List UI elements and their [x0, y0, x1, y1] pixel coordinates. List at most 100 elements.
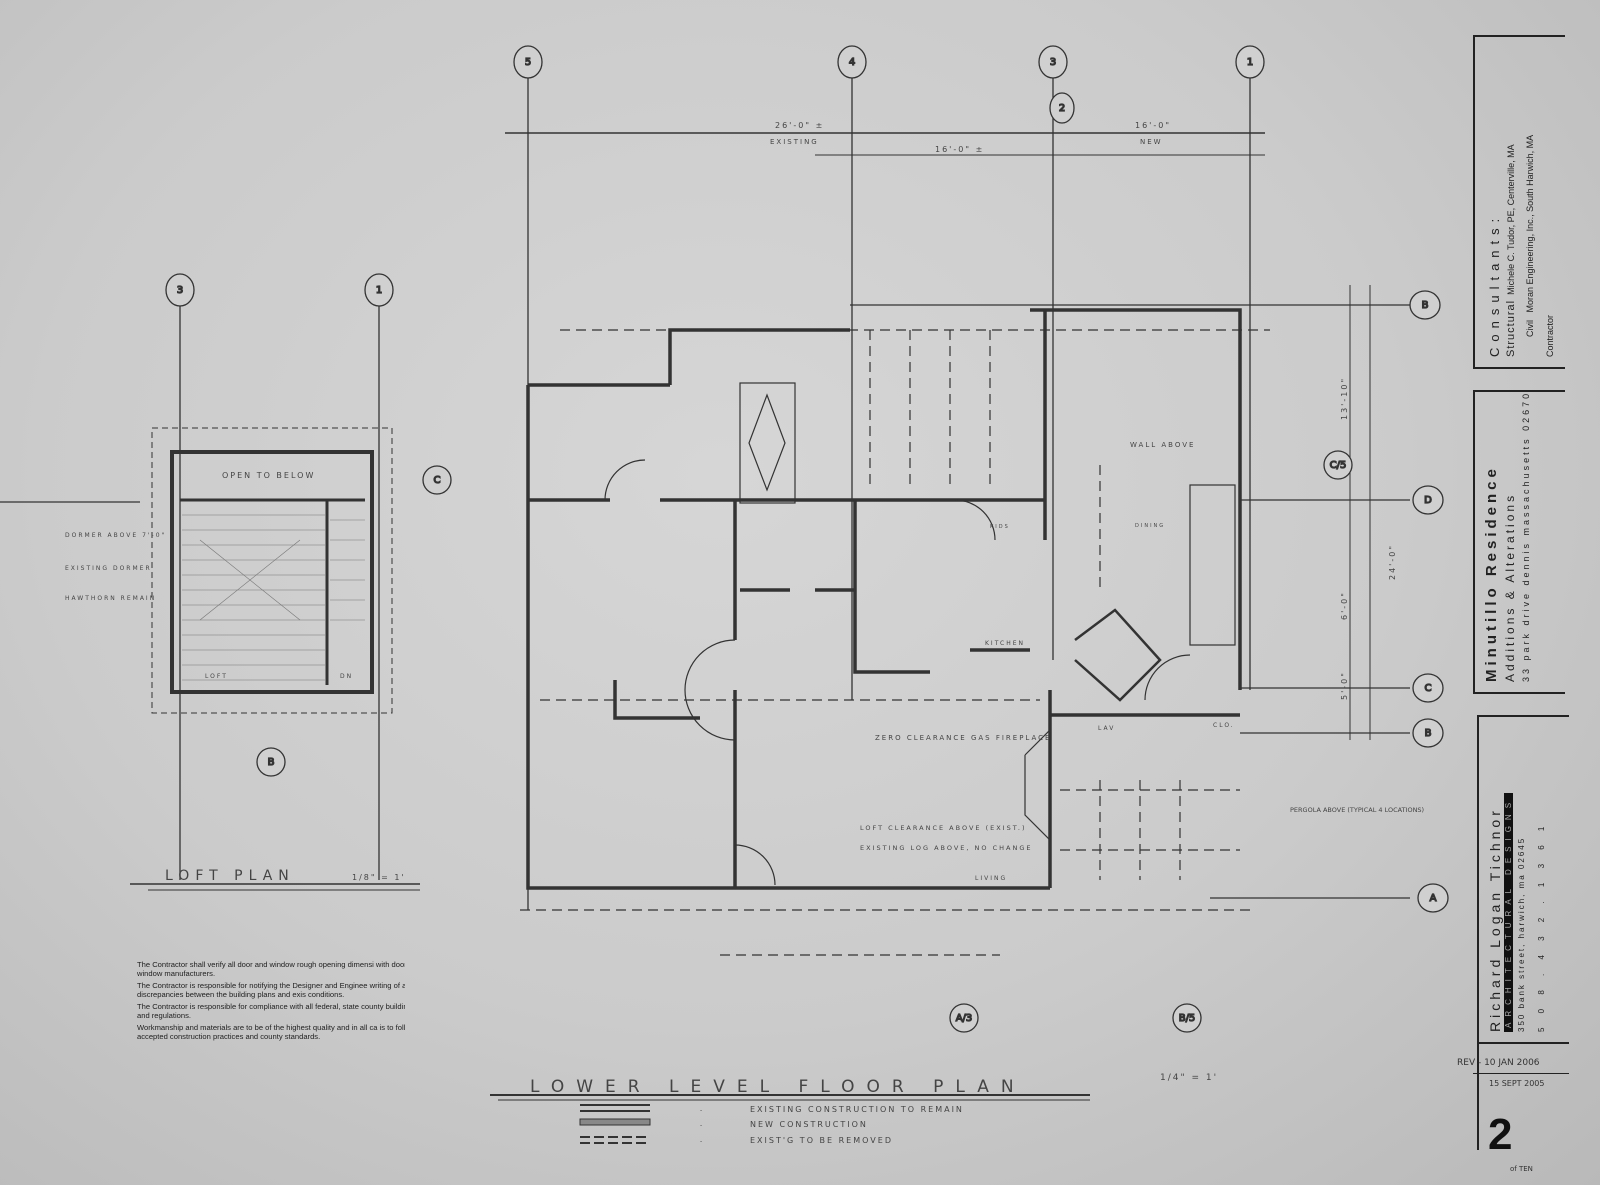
stair-dn: DN [340, 673, 353, 680]
dim-sub: 16'-0" ± [935, 145, 984, 154]
note-existing-log: EXISTING LOG ABOVE, NO CHANGE [860, 844, 1032, 852]
svg-text:C: C [1425, 683, 1432, 694]
room-dining: DINING [1135, 523, 1165, 529]
svg-text:C: C [434, 475, 441, 486]
general-note: Workmanship and materials are to be of t… [137, 1023, 405, 1041]
project-type: Additions & Alterations [1503, 492, 1517, 682]
note-open-to-below: OPEN TO BELOW [222, 471, 315, 480]
grid-bubble-right-c: C [1412, 673, 1444, 703]
svg-text:A/3: A/3 [956, 1013, 973, 1024]
note-fireplace: ZERO CLEARANCE GAS FIREPLACE [875, 734, 1051, 742]
designer-subtitle: ARCHITECTURAL DESIGNS [1504, 792, 1513, 1032]
svg-text:B: B [1422, 300, 1429, 311]
legend-dash-1: - [700, 1107, 704, 1114]
section-marker-a3: A/3 [949, 1003, 979, 1033]
sheet-number: 2 [1488, 1110, 1513, 1159]
loft-plan [130, 427, 420, 891]
svg-text:5: 5 [525, 57, 531, 68]
designer-name: Richard Logan Tichnor [1487, 807, 1503, 1032]
legend-removed-label: EXIST'G TO BE REMOVED [750, 1136, 893, 1145]
svg-text:4: 4 [849, 57, 855, 68]
consultant-role: Civil [1525, 320, 1535, 337]
note-loft-clearance: LOFT CLEARANCE ABOVE (EXIST.) [860, 824, 1027, 832]
lower-level-walls [526, 308, 1242, 890]
grid-bubble-2: 2 [1049, 92, 1075, 124]
general-notes: The Contractor shall verify all door and… [137, 960, 405, 1044]
svg-text:1: 1 [376, 285, 382, 296]
dim-right-a: 13'-10" [1340, 377, 1349, 420]
section-marker-b5: B/5 [1172, 1003, 1202, 1033]
title-block-project: Minutillo Residence Additions & Alterati… [1473, 390, 1565, 694]
room-lav: LAV [1098, 725, 1115, 732]
legend-dash-2: - [700, 1122, 704, 1129]
grid-bubble-4: 4 [837, 45, 867, 79]
legend-existing-label: EXISTING CONSTRUCTION TO REMAIN [750, 1105, 964, 1114]
consultants-heading: Consultants: [1487, 212, 1502, 357]
svg-text:3: 3 [177, 285, 183, 296]
dim-right-b: 6'-0" [1340, 591, 1349, 620]
consultant-name: Moran Engineering, Inc., South Harwich, … [1525, 134, 1535, 313]
svg-text:2: 2 [1059, 103, 1065, 114]
consultant-structural: Structural Michele C. Tudor, PE, Centerv… [1505, 144, 1517, 357]
room-kids: KIDS [990, 524, 1010, 530]
grid-lines [0, 70, 1410, 910]
loft-plan-scale: 1/8" = 1' [352, 873, 406, 882]
section-marker-c5: C/5 [1323, 450, 1353, 480]
note-pergola: PERGOLA ABOVE (TYPICAL 4 LOCATIONS) [1290, 806, 1424, 814]
lower-plan-title: LOWER LEVEL FLOOR PLAN [530, 1077, 1026, 1097]
room-loft: LOFT [205, 673, 228, 680]
title-block-designer: Richard Logan Tichnor ARCHITECTURAL DESI… [1477, 715, 1569, 1044]
grid-bubble-right-d: D [1412, 485, 1444, 515]
dim-existing-label: EXISTING [770, 138, 819, 146]
svg-text:B: B [268, 757, 275, 768]
grid-bubble-5: 5 [513, 45, 543, 79]
loft-note-dormer: DORMER ABOVE 7'-0" [65, 532, 166, 539]
loft-note-hawthorn: HAWTHORN REMAIN [65, 595, 156, 602]
revision-date: REV - 10 JAN 2006 [1457, 1058, 1540, 1068]
consultant-civil: Civil Moran Engineering, Inc., South Har… [1525, 135, 1535, 337]
svg-text:B: B [1425, 728, 1432, 739]
grid-bubble-loft-3: 3 [165, 273, 195, 307]
new-construction-dashed [520, 329, 1270, 956]
svg-text:C/5: C/5 [1330, 460, 1347, 471]
title-block-consultants: Consultants: Structural Michele C. Tudor… [1473, 35, 1565, 369]
title-block-sheet: REV - 10 JAN 2006 15 SEPT 2005 [1457, 1040, 1569, 1150]
legend-dash-3: - [700, 1138, 704, 1145]
general-note: The Contractor shall verify all door and… [137, 960, 405, 978]
dim-right-total: 24'-0" [1388, 544, 1397, 580]
legend-symbols [579, 1104, 651, 1144]
grid-bubble-right-a: A [1417, 883, 1449, 913]
lower-plan-scale: 1/4" = 1' [1160, 1073, 1218, 1083]
svg-text:D: D [1424, 495, 1432, 506]
svg-text:3: 3 [1050, 57, 1056, 68]
legend-new-label: NEW CONSTRUCTION [750, 1120, 868, 1129]
project-address: 33 park drive dennis massachusetts 02670 [1521, 390, 1531, 682]
grid-bubble-right-b2: B [1412, 718, 1444, 748]
section-marker-b: B [256, 747, 286, 777]
svg-text:A: A [1430, 893, 1437, 904]
grid-bubble-right-b: B [1409, 290, 1441, 320]
room-kitchen: KITCHEN [985, 640, 1025, 647]
grid-bubble-3: 3 [1038, 45, 1068, 79]
svg-text:1: 1 [1247, 57, 1253, 68]
note-wall-above: WALL ABOVE [1130, 441, 1195, 449]
dim-new: 16'-0" [1135, 121, 1171, 130]
svg-text:B/5: B/5 [1179, 1013, 1196, 1024]
dim-existing: 26'-0" ± [775, 121, 824, 130]
sheet-of: of TEN [1510, 1165, 1533, 1173]
dimension-lines [505, 132, 1371, 740]
room-closet: CLO. [1213, 722, 1235, 729]
consultant-contractor: Contractor [1545, 314, 1555, 357]
grid-bubble-1: 1 [1235, 45, 1265, 79]
dim-new-label: NEW [1140, 138, 1163, 146]
designer-phone: 5 0 8 . 4 3 2 . 1 3 6 1 [1537, 820, 1546, 1032]
section-marker-c: C [422, 465, 452, 495]
designer-address: 350 bank street, harwich, ma 02645 [1517, 836, 1526, 1032]
project-name: Minutillo Residence [1483, 465, 1500, 682]
consultant-role: Structural [1505, 299, 1517, 357]
grid-bubble-loft-1: 1 [364, 273, 394, 307]
consultant-name: Michele C. Tudor, PE, Centerville, MA [1506, 144, 1516, 295]
room-living: LIVING [975, 875, 1007, 882]
